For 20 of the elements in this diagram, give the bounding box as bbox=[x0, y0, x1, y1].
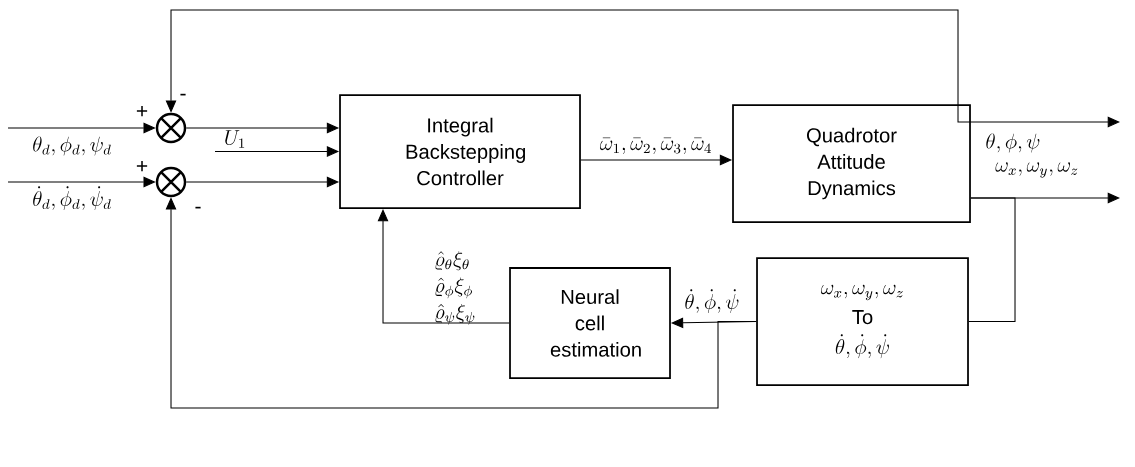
sign-label: + bbox=[136, 160, 148, 172]
process-box: $\omega_x, \omega_y, \omega_z$ To $\dot{\theta}, \dot{\phi}, \dot{\psi}$ bbox=[756, 257, 969, 386]
edge-label: $\theta, \phi, \psi$ bbox=[986, 133, 1040, 153]
edge-label: $\omega_x, \omega_y, \omega_z$ bbox=[995, 162, 1078, 178]
process-box: Quadrotor Attitude Dynamics bbox=[732, 104, 971, 223]
edge-label: $\begin{array}{l}\hat{\varrho}_{\theta}\xi_{\theta}\\ \hat{\varrho}_{\phi}\xi_{\phi}\\ \hat{\varrho}_{\psi}\xi_{\psi}\end{array}$ bbox=[435, 251, 475, 325]
summing-junction bbox=[155, 112, 187, 144]
process-box: Integral Backstepping Controller bbox=[339, 94, 581, 209]
sign-label: - bbox=[180, 93, 186, 96]
edge-label: $\bar{\omega}_1, \bar{\omega}_2, \bar{\omega}_3, \bar{\omega}_4$ bbox=[599, 137, 711, 154]
summing-junction bbox=[155, 166, 187, 198]
sign-label: - bbox=[195, 206, 201, 209]
edge-label: $\dot{\theta}_d, \dot{\phi}_d, \dot{\psi}_d$ bbox=[33, 186, 111, 211]
edge-label: $U_1$ bbox=[225, 130, 245, 148]
sign-label: + bbox=[136, 105, 148, 117]
edge-label: $\theta_d, \phi_d, \psi_d$ bbox=[33, 136, 111, 156]
edge-label: $\dot{\theta}, \dot{\phi}, \dot{\psi}$ bbox=[685, 289, 739, 314]
arrow bbox=[970, 116, 1120, 128]
arrow bbox=[165, 9, 972, 123]
process-box: Neural cell estimation bbox=[509, 267, 671, 379]
